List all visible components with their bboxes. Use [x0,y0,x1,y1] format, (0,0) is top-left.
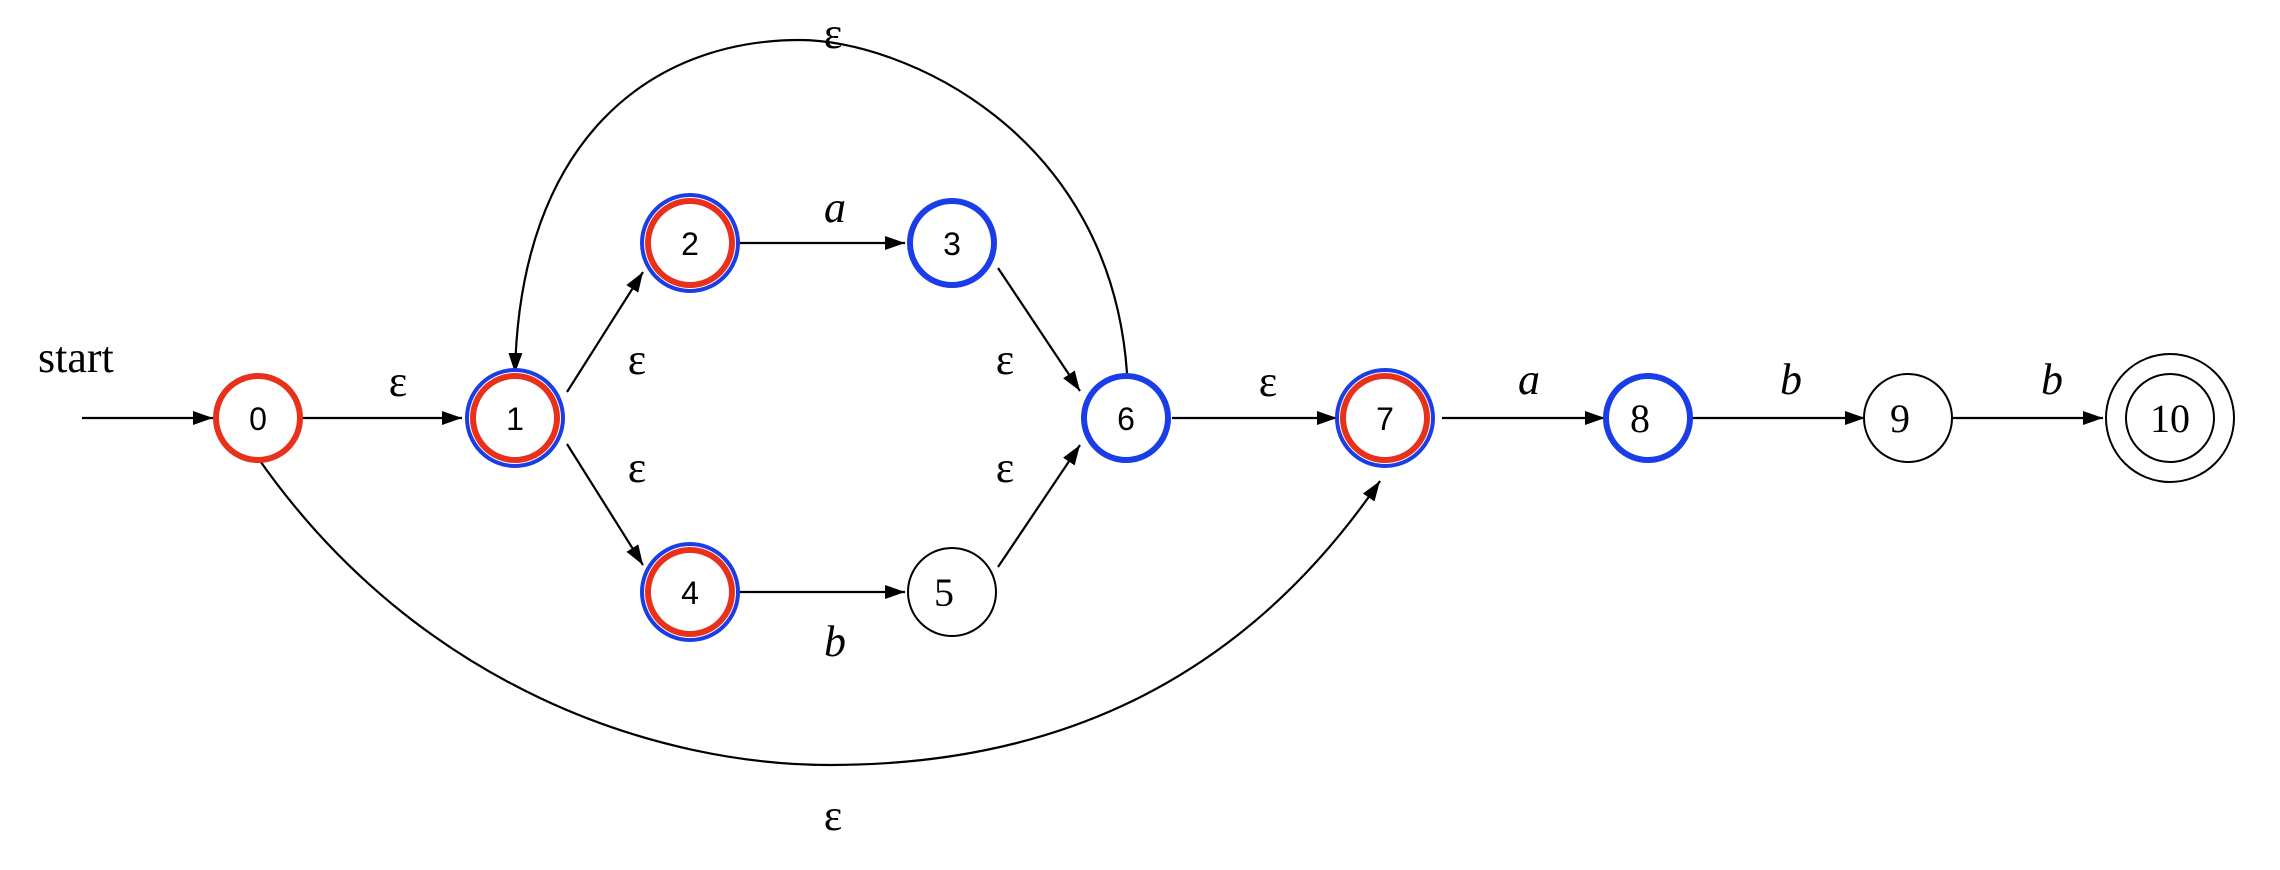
state-0: 0 [213,373,303,463]
state-5: 5 [907,547,997,637]
state-2-label: 2 [681,226,699,262]
state-1: 1 [465,368,565,468]
state-9: 9 [1863,373,1953,463]
start-label: start [38,333,114,382]
state-2: 2 [640,193,740,293]
edge-1-2 [566,271,644,393]
label-edge-2-3: a [824,183,846,232]
edge-1-4 [566,443,644,566]
state-10: 10 [2105,353,2235,483]
edge-5-6 [997,444,1081,568]
state-1-label: 1 [506,401,524,437]
state-4-label: 4 [681,575,699,611]
label-edge-9-10: b [2041,355,2063,404]
label-edge-6-7: ε [1259,357,1277,406]
edge-labels: start ε ε ε a b ε ε ε ε ε a b b [38,9,2063,840]
state-9-label: 9 [1890,396,1910,441]
edge-0-7 [257,457,1381,767]
state-0-label: 0 [249,401,267,437]
label-edge-4-5: b [824,617,846,666]
state-8: 8 [1603,373,1693,463]
label-edge-1-2: ε [628,335,646,384]
label-edge-6-1: ε [824,9,842,58]
label-edge-8-9: b [1780,355,1802,404]
edge-6-1 [508,38,1129,374]
state-7: 7 [1335,368,1435,468]
state-5-label: 5 [934,570,954,615]
label-edge-0-1: ε [389,357,407,406]
state-7-label: 7 [1376,401,1394,437]
label-edge-1-4: ε [628,443,646,492]
label-edge-3-6: ε [996,335,1014,384]
state-3-label: 3 [943,226,961,262]
state-4: 4 [640,542,740,642]
label-edge-0-7: ε [824,791,842,840]
state-3: 3 [907,198,997,288]
state-6: 6 [1081,373,1171,463]
label-edge-5-6: ε [996,443,1014,492]
state-8-label: 8 [1630,396,1650,441]
edges [82,38,2103,767]
state-10-label: 10 [2150,396,2190,441]
nodes: 0 1 2 3 4 5 [213,193,2235,642]
state-6-label: 6 [1117,401,1135,437]
edge-3-6 [997,267,1081,392]
label-edge-7-8: a [1518,355,1540,404]
